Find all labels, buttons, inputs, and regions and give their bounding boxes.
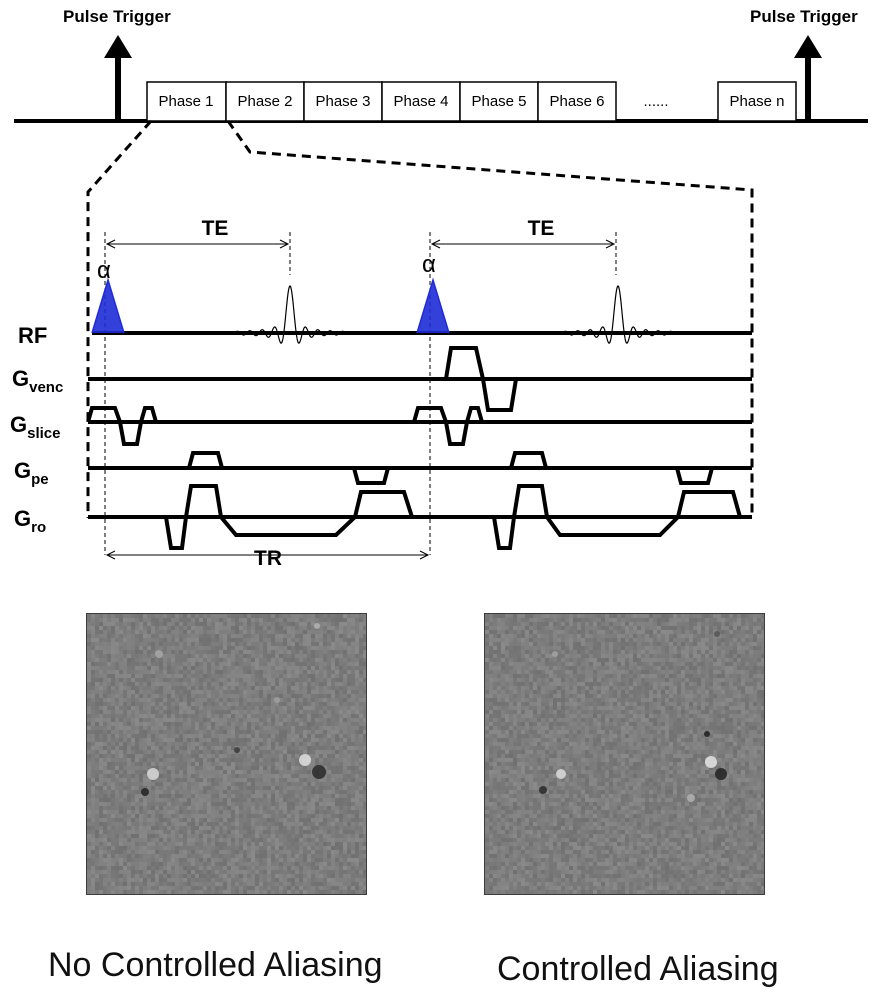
pulse-trigger-label-left: Pulse Trigger	[63, 7, 171, 26]
phase-label-2: Phase 2	[237, 93, 292, 110]
phase-box-n	[717, 81, 797, 122]
phase-label-n: Phase n	[729, 93, 784, 110]
phase-box-4	[381, 81, 461, 122]
phase-box-5	[459, 81, 539, 122]
phase-image-texture	[87, 614, 366, 894]
channel-baselines	[88, 331, 752, 519]
gslice-waveform-2	[412, 406, 484, 446]
flip-angle-label-2: α	[422, 251, 436, 278]
gpe-waveform-1b	[352, 467, 390, 485]
reference-lines	[104, 232, 617, 555]
phase-box-1	[146, 81, 227, 122]
phase-box-2	[225, 81, 305, 122]
channel-label-rf: RF	[18, 323, 47, 348]
caption-no-controlled-aliasing: No Controlled Aliasing	[48, 946, 383, 984]
phase-label-5: Phase 5	[471, 93, 526, 110]
rf-excitation-pulse-1	[91, 277, 125, 334]
phase-label-3: Phase 3	[315, 93, 370, 110]
gslice-waveform-1	[86, 406, 158, 446]
tr-arrow	[105, 550, 430, 560]
pulse-sequence-diagram: Pulse Trigger Pulse Trigger Phase 1 Phas…	[10, 7, 868, 570]
phase-label-6: Phase 6	[549, 93, 604, 110]
te-label-2: TE	[528, 217, 555, 240]
channel-label-gvenc: Gvenc	[12, 366, 63, 396]
channel-label-gro: Gro	[14, 506, 46, 536]
zoom-lines	[86, 120, 754, 518]
gpe-waveform-1a	[187, 451, 224, 469]
channel-label-gpe: Gpe	[14, 458, 49, 488]
gpe-waveform-2b	[675, 467, 714, 485]
echo-signal-2	[559, 285, 677, 344]
te-label-1: TE	[202, 217, 229, 240]
phase-boxes	[146, 81, 797, 122]
phase-image-no-aliasing	[86, 613, 367, 895]
tr-label: TR	[254, 547, 282, 570]
gpe-waveform-2a	[509, 451, 548, 469]
channel-label-gslice: Gslice	[10, 412, 61, 442]
gro-waveform-2	[492, 484, 742, 550]
phase-box-6	[537, 81, 617, 122]
phase-image-controlled-aliasing	[484, 613, 765, 895]
channel-labels: RF Gvenc Gslice Gpe Gro	[10, 323, 63, 536]
rf-excitation-pulse-2	[416, 277, 450, 334]
echo-signal-1	[231, 285, 349, 344]
te-arrow-2	[430, 239, 616, 249]
phase-box-3	[303, 81, 383, 122]
flip-angle-label-1: α	[97, 257, 111, 284]
caption-controlled-aliasing: Controlled Aliasing	[497, 950, 779, 988]
gvenc-waveform	[444, 346, 518, 412]
pulse-trigger-label-right: Pulse Trigger	[750, 7, 858, 26]
phase-ellipsis: ......	[643, 93, 668, 110]
te-arrow-1	[105, 239, 290, 249]
pulse-trigger-arrow-left	[104, 35, 132, 121]
phase-label-1: Phase 1	[158, 93, 213, 110]
gro-waveform-1	[164, 484, 414, 550]
phase-image-texture	[485, 614, 764, 894]
phase-label-4: Phase 4	[393, 93, 448, 110]
pulse-trigger-arrow-right	[794, 35, 822, 121]
